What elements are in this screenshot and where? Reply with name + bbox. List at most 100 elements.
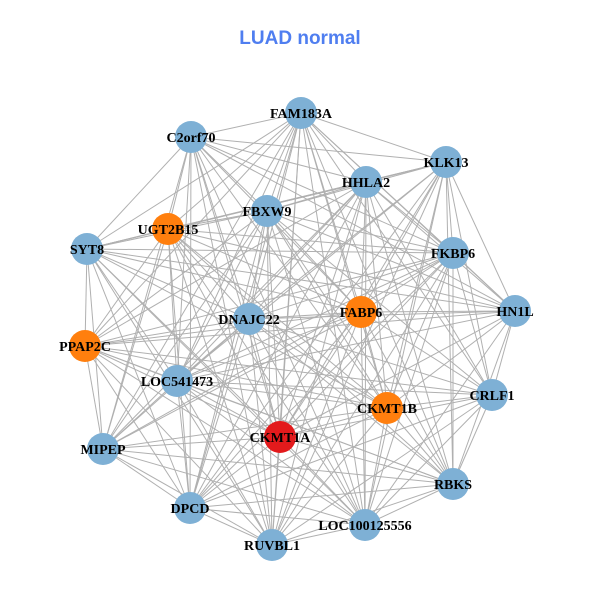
node-FBXW9[interactable] (251, 195, 283, 227)
edge-LOC541473-CRLF1 (176, 380, 493, 396)
edge-UGT2B15-LOC100125556 (167, 228, 366, 526)
node-label-C2orf70: C2orf70 (167, 131, 216, 146)
edge-FKBP6-PPAP2C (84, 252, 454, 347)
node-label-HHLA2: HHLA2 (342, 176, 390, 191)
edge-DNAJC22-CKMT1A (248, 318, 281, 438)
edge-DNAJC22-CRLF1 (248, 318, 493, 396)
edge-DNAJC22-PPAP2C (84, 318, 250, 347)
edge-LOC541473-RUVBL1 (176, 380, 273, 546)
node-KLK13[interactable] (430, 146, 462, 178)
edge-PPAP2C-LOC100125556 (84, 345, 366, 526)
edge-HN1L-CKMT1B (386, 310, 516, 409)
edge-LOC541473-MIPEP (102, 380, 178, 450)
node-DNAJC22[interactable] (233, 303, 265, 335)
node-label-LOC541473: LOC541473 (141, 375, 213, 390)
edge-FAM183A-UGT2B15 (167, 112, 302, 230)
edge-C2orf70-RUVBL1 (190, 136, 273, 546)
edge-CKMT1A-RBKS (279, 436, 454, 485)
edge-KLK13-CRLF1 (445, 161, 493, 396)
edge-C2orf70-SYT8 (86, 136, 192, 250)
node-FABP6[interactable] (345, 296, 377, 328)
node-LOC100125556[interactable] (349, 509, 381, 541)
edge-HHLA2-FKBP6 (365, 181, 454, 254)
node-CRLF1[interactable] (476, 379, 508, 411)
edge-FAM183A-SYT8 (86, 112, 302, 250)
edge-DNAJC22-RUVBL1 (248, 318, 273, 546)
edge-FKBP6-CRLF1 (452, 252, 493, 396)
edge-SYT8-FABP6 (86, 248, 362, 313)
edge-FBXW9-PPAP2C (84, 210, 268, 347)
edge-CKMT1B-RUVBL1 (271, 407, 388, 546)
edge-MIPEP-DPCD (102, 448, 191, 509)
edge-HHLA2-CKMT1A (279, 181, 367, 438)
edge-UGT2B15-MIPEP (102, 228, 169, 450)
edge-FBXW9-RUVBL1 (266, 210, 273, 546)
edge-FAM183A-KLK13 (300, 112, 447, 163)
edge-KLK13-LOC100125556 (364, 161, 447, 526)
edge-FKBP6-DPCD (189, 252, 454, 509)
edge-KLK13-LOC541473 (176, 161, 447, 382)
edge-MIPEP-RBKS (102, 448, 454, 485)
edge-KLK13-FABP6 (360, 161, 447, 313)
edge-KLK13-CKMT1B (386, 161, 447, 409)
edge-HN1L-CKMT1A (279, 310, 516, 438)
node-HHLA2[interactable] (350, 166, 382, 198)
edge-FABP6-CRLF1 (360, 311, 493, 396)
node-label-FAM183A: FAM183A (270, 107, 333, 122)
node-SYT8[interactable] (71, 233, 103, 265)
edges-layer (84, 112, 516, 546)
node-label-HN1L: HN1L (496, 305, 533, 320)
node-DPCD[interactable] (174, 492, 206, 524)
node-PPAP2C[interactable] (69, 330, 101, 362)
node-CKMT1B[interactable] (371, 392, 403, 424)
edge-FAM183A-C2orf70 (190, 112, 302, 138)
edge-FBXW9-RBKS (266, 210, 454, 485)
node-RBKS[interactable] (437, 468, 469, 500)
edge-FABP6-PPAP2C (84, 311, 362, 347)
node-FKBP6[interactable] (437, 237, 469, 269)
node-RUVBL1[interactable] (256, 529, 288, 561)
edge-DNAJC22-RBKS (248, 318, 454, 485)
edge-FKBP6-FABP6 (360, 252, 454, 313)
edge-FABP6-CKMT1B (360, 311, 388, 409)
edge-CKMT1B-RBKS (386, 407, 454, 485)
edge-FAM183A-MIPEP (102, 112, 302, 450)
node-HN1L[interactable] (499, 295, 531, 327)
edge-FABP6-DNAJC22 (248, 311, 362, 320)
edge-SYT8-DPCD (86, 248, 191, 509)
edge-CKMT1B-DPCD (189, 407, 388, 509)
edge-CKMT1A-RUVBL1 (271, 436, 281, 546)
node-FAM183A[interactable] (285, 97, 317, 129)
node-label-CKMT1B: CKMT1B (357, 402, 417, 417)
edge-UGT2B15-FKBP6 (167, 228, 454, 254)
edge-FBXW9-CRLF1 (266, 210, 493, 396)
edge-CKMT1A-DPCD (189, 436, 281, 509)
edge-C2orf70-KLK13 (190, 136, 447, 163)
edge-SYT8-DNAJC22 (86, 248, 250, 320)
node-label-CKMT1A: CKMT1A (250, 431, 312, 446)
node-C2orf70[interactable] (175, 121, 207, 153)
node-label-SYT8: SYT8 (70, 243, 104, 258)
node-label-FKBP6: FKBP6 (431, 247, 475, 262)
node-MIPEP[interactable] (87, 433, 119, 465)
edge-SYT8-PPAP2C (84, 248, 88, 347)
edge-RBKS-LOC100125556 (364, 483, 454, 526)
edge-LOC541473-LOC100125556 (176, 380, 366, 526)
node-label-MIPEP: MIPEP (80, 443, 126, 458)
edge-FABP6-RUVBL1 (271, 311, 362, 546)
edge-FABP6-MIPEP (102, 311, 362, 450)
edge-FABP6-LOC100125556 (360, 311, 366, 526)
edge-LOC541473-CKMT1A (176, 380, 281, 438)
node-LOC541473[interactable] (161, 365, 193, 397)
edge-C2orf70-HHLA2 (190, 136, 367, 183)
edge-UGT2B15-RBKS (167, 228, 454, 485)
node-CKMT1A[interactable] (264, 421, 296, 453)
edge-UGT2B15-HN1L (167, 228, 516, 312)
edge-PPAP2C-CKMT1B (84, 345, 388, 409)
edge-UGT2B15-DNAJC22 (167, 228, 250, 320)
edge-FKBP6-DNAJC22 (248, 252, 454, 320)
node-UGT2B15[interactable] (152, 213, 184, 245)
node-label-LOC100125556: LOC100125556 (318, 519, 411, 534)
edge-CKMT1A-MIPEP (102, 436, 281, 450)
edge-FABP6-LOC541473 (176, 311, 362, 382)
